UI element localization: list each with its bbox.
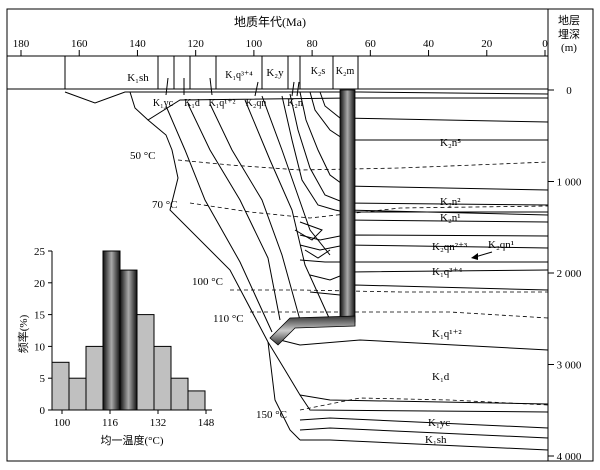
histogram-x-tick-label: 100 [54,417,71,429]
temperature-labels: 50 °C 70 °C 100 °C 110 °C 150 °C [130,150,287,421]
histogram-y-tick-label: 0 [40,405,46,417]
histogram-x-tick-label: 148 [198,417,215,429]
temp-150: 150 °C [256,409,287,421]
layer-labels: K₂n⁵ K₂n² K₂n¹ K₂qn²⁺³ K₂qn¹ K₁q³⁺⁴ K₁q¹… [425,137,514,446]
top-tick-label: 100 [246,38,263,50]
top-tick-label: 140 [129,38,146,50]
depth-axis-title-2: 埋深 [558,28,580,41]
histogram-bars [51,250,206,411]
top-axis-ticks: 180 160 140 120 100 80 60 40 20 0 [13,38,548,56]
histogram-bar [153,345,172,411]
header-K2n: K₂n [287,98,303,109]
histogram-bar [85,345,104,411]
temp-70: 70 °C [152,199,178,211]
histogram-y-tick-label: 20 [34,278,46,290]
layer-K2n2: K₂n² [440,196,461,208]
top-tick-label: 40 [423,38,435,50]
label-arrow-head [471,253,478,260]
figure-frame [6,8,594,462]
header-K1q12: K₁q¹⁺² [209,98,236,109]
top-tick-label: 160 [71,38,88,50]
burial-curves [64,91,549,451]
header-K2s: K₂s [311,66,326,77]
layer-K1sh: K₁sh [425,434,447,446]
layer-K2qn1: K₂qn¹ [488,239,514,251]
histogram-bar [102,250,121,411]
histogram-bar [170,377,189,411]
depth-axis-unit: (m) [561,42,577,54]
temp-50: 50 °C [130,150,156,162]
histogram-y-ticks: 0 5 10 15 20 25 [34,246,52,417]
histogram-x-tick-label: 116 [102,417,119,429]
top-tick-label: 20 [481,38,493,50]
histogram-y-tick-label: 5 [40,373,46,385]
histogram-bar [51,361,70,411]
histogram-y-tick-label: 15 [34,310,46,322]
hydrocarbon-charge-path [269,89,356,346]
depth-tick-label: 1 000 [557,177,582,189]
layer-K2n5: K₂n⁵ [440,137,461,149]
top-axis-title: 地质年代(Ma) [234,15,306,29]
layer-K1q12: K₁q¹⁺² [432,328,462,340]
header-K1q34: K₁q³⁺⁴ [225,70,253,81]
header-K1yc: K₁yc [153,98,174,109]
depth-axis-title-1: 地层 [558,14,580,27]
histogram-xlabel: 均一温度(°C) [100,433,163,447]
histogram-x-tick-label: 132 [150,417,167,429]
histogram-bar [68,377,87,411]
layer-K2qn23: K₂qn²⁺³ [432,241,468,253]
homogenization-histogram: 频率(%) 均一温度(°C) 0 5 10 15 20 25 100 116 132 148 [16,246,215,447]
histogram-ylabel: 频率(%) [16,314,30,353]
layer-K1d: K₁d [432,371,450,383]
depth-tick-label: 3 000 [557,360,582,372]
temp-110: 110 °C [213,313,244,325]
header-K2qn: K₂qn [246,98,267,109]
histogram-bar [119,269,138,411]
depth-tick-label: 4 000 [557,451,582,463]
temp-100: 100 °C [192,276,223,288]
histogram-y-tick-label: 25 [34,246,46,258]
layer-K2n1: K₂n¹ [440,212,461,224]
depth-axis-ticks: 0 1 000 2 000 3 000 4 000 [548,85,582,463]
top-tick-label: 180 [13,38,30,50]
top-tick-label: 60 [365,38,377,50]
layer-K1yc: K₁yc [428,417,450,429]
depth-tick-label: 2 000 [557,268,582,280]
header-K2y: K₂y [266,67,284,79]
histogram-y-tick-label: 10 [34,341,46,353]
top-tick-label: 0 [542,38,548,50]
layer-K1q34: K₁q³⁺⁴ [432,266,462,278]
header-K1sh: K₁sh [127,72,149,84]
histogram-bar [136,314,155,411]
histogram-x-ticks: 100 116 132 148 [54,410,215,429]
depth-tick-label: 0 [566,85,572,97]
top-tick-label: 120 [187,38,204,50]
strata-header: K₁sh K₁q³⁺⁴ K₂y K₂s K₂m K₁yc K₁d K₁q¹⁺² … [64,56,359,109]
header-K2m: K₂m [336,66,355,77]
header-K1d: K₁d [184,98,200,109]
histogram-bar [187,390,206,411]
top-tick-label: 80 [307,38,319,50]
